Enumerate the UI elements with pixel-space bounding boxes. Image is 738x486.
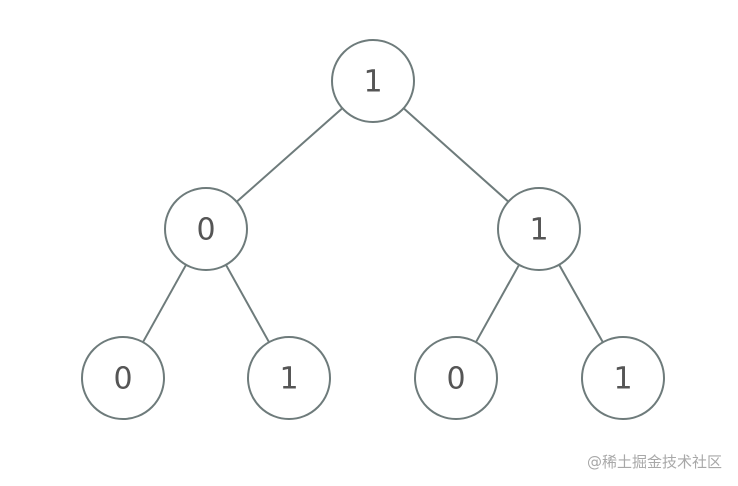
tree-node-label: 1 [613, 362, 632, 397]
tree-node-label: 0 [446, 362, 465, 397]
tree-edge-root-to-right [402, 107, 510, 203]
tree-node-left: 0 [164, 187, 248, 271]
tree-edges [142, 107, 604, 343]
tree-node-right-left: 0 [414, 336, 498, 420]
tree-node-label: 1 [279, 362, 298, 397]
tree-node-circle [164, 187, 248, 271]
tree-nodes: 1 0 1 0 1 0 1 [81, 39, 665, 420]
tree-node-root: 1 [331, 39, 415, 123]
tree-node-circle [81, 336, 165, 420]
tree-node-label: 1 [529, 213, 548, 248]
tree-node-left-right: 1 [247, 336, 331, 420]
tree-node-circle [247, 336, 331, 420]
tree-node-circle [414, 336, 498, 420]
tree-node-left-left: 0 [81, 336, 165, 420]
tree-edge-root-to-left [236, 107, 343, 203]
tree-edge-right-to-right-left [475, 264, 520, 343]
tree-node-right: 1 [497, 187, 581, 271]
tree-edge-left-to-left-left [142, 264, 187, 343]
tree-node-circle [497, 187, 581, 271]
tree-node-label: 0 [113, 362, 132, 397]
tree-node-label: 0 [196, 213, 215, 248]
tree-node-circle [581, 336, 665, 420]
tree-edge-right-to-right-right [558, 264, 604, 343]
tree-node-label: 1 [363, 65, 382, 100]
tree-edge-left-to-left-right [225, 264, 270, 343]
tree-node-circle [331, 39, 415, 123]
tree-node-right-right: 1 [581, 336, 665, 420]
watermark-text: @稀土掘金技术社区 [586, 453, 722, 471]
